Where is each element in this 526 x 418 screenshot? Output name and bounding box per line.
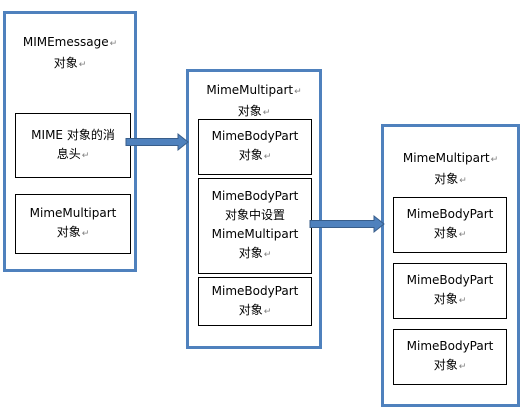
paragraph-mark: ↵ <box>294 87 302 97</box>
text-line: 对象 <box>433 358 458 372</box>
text-line: MIME 对象的消 <box>31 127 115 142</box>
mimemessage-title: MIMEmessage↵ 对象↵ <box>6 33 134 75</box>
text-line: 对象 <box>433 226 458 240</box>
mimebodypart-box: MimeBodyPart 对象↵ <box>393 263 507 319</box>
title-line: 对象 <box>237 104 262 118</box>
title-line: MimeMultipart <box>206 83 294 97</box>
paragraph-mark: ↵ <box>490 155 499 165</box>
title-line: 对象 <box>53 56 78 70</box>
text-line: 对象 <box>238 148 263 162</box>
right-arrow-icon <box>125 132 189 152</box>
mimebodypart-box: MimeBodyPart 对象↵ <box>198 277 312 326</box>
text-line: MimeBodyPart <box>406 207 494 221</box>
text-line: 对象 <box>56 225 81 239</box>
text-line: 对象 <box>238 246 263 260</box>
text-line: MimeMultipart <box>211 227 299 241</box>
mimebodypart-box: MimeBodyPart 对象↵ <box>198 119 312 175</box>
paragraph-mark: ↵ <box>262 108 271 118</box>
title-line: MimeMultipart <box>402 151 490 165</box>
text-line: 对象 <box>238 302 263 317</box>
text-line: MimeBodyPart <box>406 339 494 353</box>
text-line: 对象 <box>433 292 458 306</box>
mimemessage-container: MIMEmessage↵ 对象↵ MIME 对象的消 息头↵ MimeMulti… <box>3 11 137 272</box>
nested-mimemultipart-title: MimeMultipart↵ 对象↵ <box>384 149 517 191</box>
paragraph-mark: ↵ <box>458 230 467 240</box>
nested-mimemultipart-container: MimeMultipart↵ 对象↵ MimeBodyPart 对象↵ Mime… <box>381 124 520 407</box>
paragraph-mark: ↵ <box>109 39 118 49</box>
mimebodypart-nested-box: MimeBodyPart 对象中设置 MimeMultipart 对象↵ <box>198 178 312 274</box>
right-arrow-icon <box>309 214 385 234</box>
text-line: MimeBodyPart <box>211 283 299 298</box>
text-line: MimeBodyPart <box>406 273 494 287</box>
text-line: MimeMultipart <box>29 206 117 220</box>
title-line: 对象 <box>434 172 459 186</box>
arrow-shape <box>125 132 189 152</box>
paragraph-mark: ↵ <box>81 229 90 239</box>
paragraph-mark: ↵ <box>263 250 272 260</box>
text-line: 息头 <box>56 146 81 161</box>
paragraph-mark: ↵ <box>263 306 272 317</box>
paragraph-mark: ↵ <box>459 176 467 186</box>
title-line: MIMEmessage <box>22 35 109 49</box>
arrow-shape <box>309 214 385 234</box>
paragraph-mark: ↵ <box>78 60 87 70</box>
paragraph-mark: ↵ <box>458 296 467 306</box>
paragraph-mark: ↵ <box>263 152 272 162</box>
text-line: MimeBodyPart <box>211 129 299 143</box>
paragraph-mark: ↵ <box>81 150 90 161</box>
mime-header-box: MIME 对象的消 息头↵ <box>15 113 131 178</box>
mimemultipart-box: MimeMultipart 对象↵ <box>15 194 131 254</box>
mimemultipart-title: MimeMultipart↵ 对象↵ <box>189 81 319 123</box>
paragraph-mark: ↵ <box>458 362 467 372</box>
mimebodypart-box: MimeBodyPart 对象↵ <box>393 197 507 253</box>
text-line: 对象中设置 <box>224 208 285 222</box>
mimebodypart-box: MimeBodyPart 对象↵ <box>393 329 507 385</box>
text-line: MimeBodyPart <box>211 189 299 203</box>
mimemultipart-container: MimeMultipart↵ 对象↵ MimeBodyPart 对象↵ Mime… <box>186 69 322 349</box>
